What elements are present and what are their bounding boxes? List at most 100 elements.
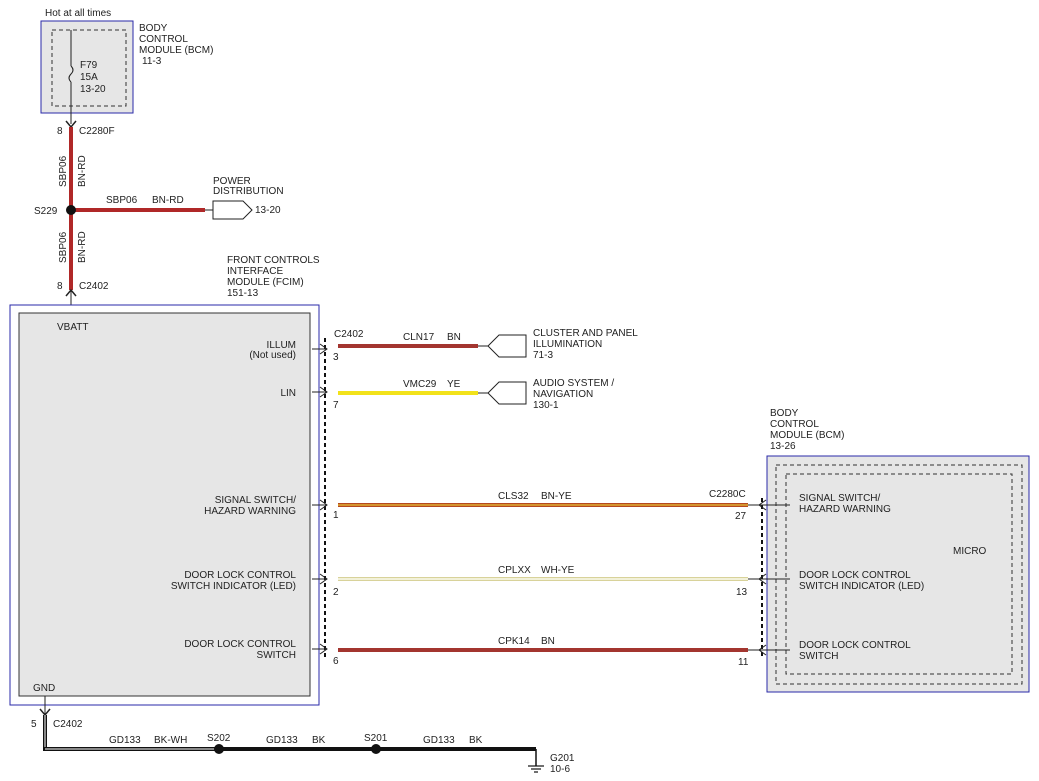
top-bcm-inner-box — [51, 29, 127, 107]
cluster-title-1: CLUSTER AND PANEL — [533, 328, 638, 339]
hot-at-all-times-label: Hot at all times — [45, 8, 111, 19]
cls32-circuit: CLS32 — [498, 491, 529, 502]
fuse-name: F79 — [80, 60, 98, 71]
c2280c-label: C2280C — [709, 489, 746, 500]
pin-illum: 3 — [333, 352, 339, 363]
gd133-bkwh-color: BK-WH — [154, 735, 187, 746]
upper-wire-color: BN-RD — [77, 155, 88, 187]
fcim-doorled-2: SWITCH INDICATOR (LED) — [171, 581, 296, 592]
right-bcm-micro: MICRO — [953, 546, 987, 557]
fcim-doorled-1: DOOR LOCK CONTROL — [184, 570, 296, 581]
horizontal-wire-circuit: SBP06 — [106, 195, 138, 206]
cls32-color: BN-YE — [541, 491, 572, 502]
right-bcm-title-2: CONTROL — [770, 419, 819, 430]
pin-arrow-doorsw — [312, 643, 328, 655]
pin-arrow-signal — [312, 499, 328, 511]
right-bcm-title-1: BODY — [770, 408, 799, 419]
audio-connector — [487, 381, 527, 405]
c2402-gnd-label: C2402 — [53, 719, 83, 730]
fcim-lin: LIN — [280, 388, 296, 399]
right-bcm-outer-box — [766, 455, 1030, 693]
cluster-title-2: ILLUMINATION — [533, 339, 602, 350]
cpk14-color: BN — [541, 636, 555, 647]
pin-arrow-lin — [312, 386, 328, 398]
top-bcm-title-1: BODY — [139, 23, 168, 34]
vmc29-color: YE — [447, 379, 461, 390]
audio-title-1: AUDIO SYSTEM / — [533, 378, 614, 389]
right-bcm-signal-2: HAZARD WARNING — [799, 504, 891, 515]
gd133-bk-circuit-1: GD133 — [266, 735, 298, 746]
fcim-title-4: 151-13 — [227, 288, 259, 299]
cln17-circuit: CLN17 — [403, 332, 435, 343]
fuse-symbol — [68, 65, 74, 83]
fcim-signal-1: SIGNAL SWITCH/ — [215, 495, 297, 506]
right-bcm-doorsw-1: DOOR LOCK CONTROL — [799, 640, 911, 651]
ground-symbol — [528, 765, 544, 773]
pin-doorsw-right: 11 — [738, 657, 749, 668]
pin-doorled-left: 2 — [333, 587, 339, 598]
right-bcm-doorled-1: DOOR LOCK CONTROL — [799, 570, 911, 581]
fuse-rating: 15A — [80, 72, 98, 83]
fcim-inner-box — [18, 312, 311, 697]
c2280f-pin: 8 — [57, 126, 63, 137]
pin-lin: 7 — [333, 400, 339, 411]
c2402-top-pin: 8 — [57, 281, 63, 292]
power-distribution-connector — [212, 200, 253, 220]
audio-title-2: NAVIGATION — [533, 389, 593, 400]
power-distribution-title-1: POWER — [213, 176, 251, 187]
gd133-bk-color-2: BK — [469, 735, 483, 746]
fcim-illum: ILLUM — [267, 340, 296, 351]
c2402-gnd-pin: 5 — [31, 719, 37, 730]
top-bcm-title-3: MODULE (BCM) — [139, 45, 213, 56]
vmc29-circuit: VMC29 — [403, 379, 437, 390]
fcim-title-3: MODULE (FCIM) — [227, 277, 304, 288]
horizontal-wire-color: BN-RD — [152, 195, 184, 206]
ground-g201-ref: 10-6 — [550, 764, 570, 775]
splice-s201 — [371, 744, 381, 754]
lower-wire-circuit: SBP06 — [58, 231, 69, 263]
fcim-title-2: INTERFACE — [227, 266, 283, 277]
pin-arrow-doorled — [312, 573, 328, 585]
top-bcm-title-2: CONTROL — [139, 34, 188, 45]
fcim-vbatt: VBATT — [57, 322, 88, 333]
cluster-connector — [487, 334, 527, 358]
fcim-gnd: GND — [33, 683, 55, 694]
right-bcm-title-3: MODULE (BCM) — [770, 430, 844, 441]
fcim-doorsw-1: DOOR LOCK CONTROL — [184, 639, 296, 650]
fcim-illum-note: (Not used) — [249, 350, 296, 361]
splice-s202-label: S202 — [207, 733, 231, 744]
splice-s201-label: S201 — [364, 733, 388, 744]
cln17-color: BN — [447, 332, 461, 343]
lower-wire-color: BN-RD — [77, 231, 88, 263]
right-bcm-signal-1: SIGNAL SWITCH/ — [799, 493, 881, 504]
right-bcm-doorsw-2: SWITCH — [799, 651, 838, 662]
pin-doorled-right: 13 — [736, 587, 748, 598]
fcim-doorsw-2: SWITCH — [257, 650, 296, 661]
right-bcm-doorled-2: SWITCH INDICATOR (LED) — [799, 581, 924, 592]
fcim-title-1: FRONT CONTROLS — [227, 255, 320, 266]
audio-ref: 130-1 — [533, 400, 559, 411]
fcim-signal-2: HAZARD WARNING — [204, 506, 296, 517]
c2402-right-label: C2402 — [334, 329, 364, 340]
right-bcm-micro-box — [785, 473, 1013, 675]
c2402-top-label: C2402 — [79, 281, 109, 292]
top-bcm-title-4: 11-3 — [142, 56, 162, 67]
cplxx-circuit: CPLXX — [498, 565, 531, 576]
power-distribution-title-2: DISTRIBUTION — [213, 186, 284, 197]
splice-s229-label: S229 — [34, 206, 58, 217]
pin-doorsw-left: 6 — [333, 656, 339, 667]
cplxx-color: WH-YE — [541, 565, 575, 576]
pin-signal-right: 27 — [735, 511, 747, 522]
gd133-bkwh-circuit: GD133 — [109, 735, 141, 746]
top-bcm-box — [40, 20, 134, 114]
pin-arrow-illum — [312, 343, 328, 355]
right-bcm-middle-box — [775, 464, 1023, 685]
splice-s229 — [66, 205, 76, 215]
right-bcm-title-4: 13-26 — [770, 441, 796, 452]
fuse-ref: 13-20 — [80, 84, 106, 95]
gd133-bk-color-1: BK — [312, 735, 326, 746]
upper-wire-circuit: SBP06 — [58, 155, 69, 187]
splice-s202 — [214, 744, 224, 754]
gd133-bk-circuit-2: GD133 — [423, 735, 455, 746]
